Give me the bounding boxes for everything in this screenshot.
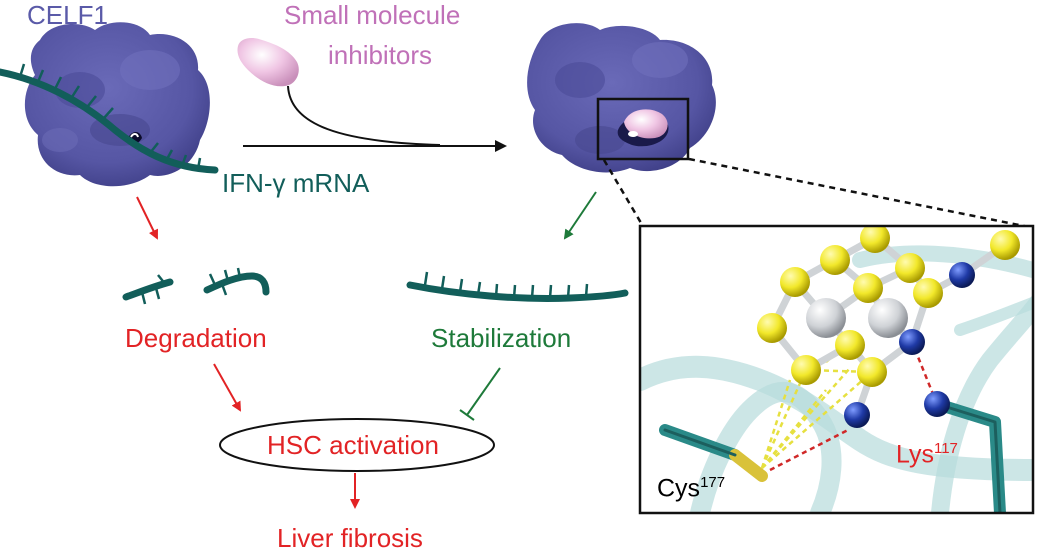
celf1-label: CELF1 [27,0,108,30]
inhibitor-label-line2: inhibitors [328,40,433,70]
docking-zoom-panel [638,224,1035,515]
inhibitor-binding-curve [287,85,441,146]
ifn-gamma-mrna-strand [0,63,219,174]
lys117-label: Lys117 [896,441,958,467]
lys-residue-name: Lys [896,440,934,469]
hsc-activation-ellipse [219,418,495,472]
stabilization-label: Stabilization [431,323,572,353]
arrow-degradation-to-hsc [213,363,241,412]
cys-residue-number: 177 [700,474,726,491]
celf1-protein-left [24,22,210,187]
zoom-connector-lines [602,157,1035,230]
inhibition-connector [459,367,501,421]
cys177-label: Cys177 [657,475,725,501]
liver-fibrosis-label: Liver fibrosis [277,523,423,553]
lys-residue-number: 117 [933,440,958,457]
small-molecule-blob [237,38,299,87]
arrow-to-degradation [136,196,158,240]
degraded-mrna-fragments [122,267,270,305]
inhibitor-label-line1: Small molecule [284,0,461,30]
degradation-label: Degradation [125,323,267,353]
arrow-to-stabilization [563,191,597,240]
cys-residue-name: Cys [657,474,701,503]
stabilized-mrna [406,271,629,302]
zoom-region-box [596,97,690,161]
hsc-activation-label: HSC activation [267,430,439,460]
ifn-gamma-mrna-label: IFN-γ mRNA [222,168,370,198]
